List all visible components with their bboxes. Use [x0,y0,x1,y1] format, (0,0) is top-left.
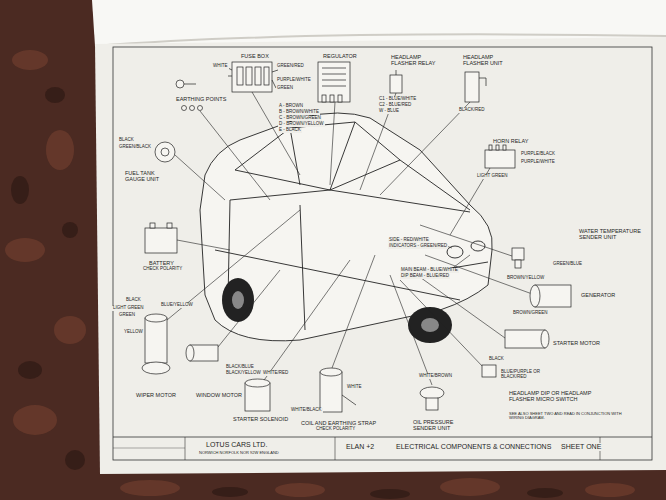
component-name: WINDOW MOTOR [195,392,243,398]
component-name: HEADLAMP FLASHER UNIT [462,54,519,66]
wire-colour: INDICATORS - GREEN/RED [388,244,448,249]
component-name: HEADLAMP DIP OR HEADLAMP FLASHER MICRO S… [508,390,605,402]
wire-colour: GREEN [276,86,294,91]
wire-colour: GREEN [118,313,136,318]
component-name: GENERATOR [580,292,616,298]
wire-colour: WHITE [212,64,229,69]
wire-colour: BLACK [488,357,505,362]
wire-colour: GREEN/RED [276,64,305,69]
wire-colour: WHITE [346,385,363,390]
wire-colour: GREEN/BLUE [552,262,583,267]
company-address: NORWICH NORFOLK NOR 92W ENGLAND [198,451,280,455]
component-name: COIL AND EARTHING STRAP [300,420,377,426]
component-name: EARTHING POINTS [175,96,227,102]
wire-colour: WHITE/RED [262,371,289,376]
wire-colour: LIGHT GREEN [112,306,144,311]
component-name: BATTERY [148,260,175,266]
wire-colour: E - BLACK [278,128,302,133]
wire-colour: W - BLUE [378,109,400,114]
wire-colour: YELLOW [123,330,144,335]
wire-colour: BLUE/PURPLE OR BLACK/RED [500,370,552,380]
wire-colour: B - BROWN/WHITE [278,110,320,115]
wire-colour: BLACK/BLUE [225,365,255,370]
component-name: FUSE BOX [240,53,270,59]
component-name: STARTER MOTOR [552,340,601,346]
sheet-number: SHEET ONE [560,443,602,451]
component-name: STARTER SOLENOID [232,416,289,422]
wire-colour: MAIN BEAM - BLUE/WHITE [400,268,459,273]
wire-colour: LIGHT GREEN [476,174,508,179]
wire-colour: BROWN/GREEN [512,311,549,316]
component-name: HORN RELAY [492,138,529,144]
model-name: ELAN +2 [345,443,375,451]
company-name: LOTUS CARS LTD. [205,441,268,449]
wire-colour: WHITE/BROWN [418,374,453,379]
wire-colour: BLACK [118,138,135,143]
note: SEE ALSO SHEET TWO AND READ IN CONJUNCTI… [508,412,630,421]
wire-colour: BLACK/RED [458,108,486,113]
wire-colour: PURPLE/WHITE [276,78,312,83]
wire-colour: DIP BEAM - BLUE/RED [400,274,450,279]
wire-colour: BROWN/YELLOW [506,276,545,281]
wire-colour: A - BROWN [278,104,304,109]
component-name: HEADLAMP FLASHER RELAY [390,54,442,66]
component-name: WATER TEMPERATURE SENDER UNIT [578,228,642,240]
sheet-title: ELECTRICAL COMPONENTS & CONNECTIONS [395,443,552,451]
wire-colour: D - BROWN/YELLOW [278,122,325,127]
wire-colour: C - BROWN/GREEN [278,116,322,121]
note: CHECK POLARITY [142,267,183,272]
component-name: FUEL TANK GAUGE UNIT [124,170,171,182]
wire-colour: GREEN/BLACK [118,145,152,150]
wire-colour: WHITE/BLACK [290,408,323,413]
wire-colour: BLUE/YELLOW [160,303,194,308]
wire-colour: PURPLE/BLACK [520,152,556,157]
wire-colour: BLACK [125,298,142,303]
component-name: REGULATOR [322,53,358,59]
wire-colour: BLACK/YELLOW [225,371,262,376]
wire-colour: C2 - BLUE/RED [378,103,412,108]
wire-colour: SIDE - RED/WHITE [388,238,430,243]
wire-colour: PURPLE/WHITE [520,160,556,165]
component-name: OIL PRESSURE SENDER UNIT [412,419,464,431]
note: CHECK POLARITY [315,427,356,432]
wire-colour: C1 - BLUE/WHITE [378,97,417,102]
component-name: WIPER MOTOR [135,392,177,398]
